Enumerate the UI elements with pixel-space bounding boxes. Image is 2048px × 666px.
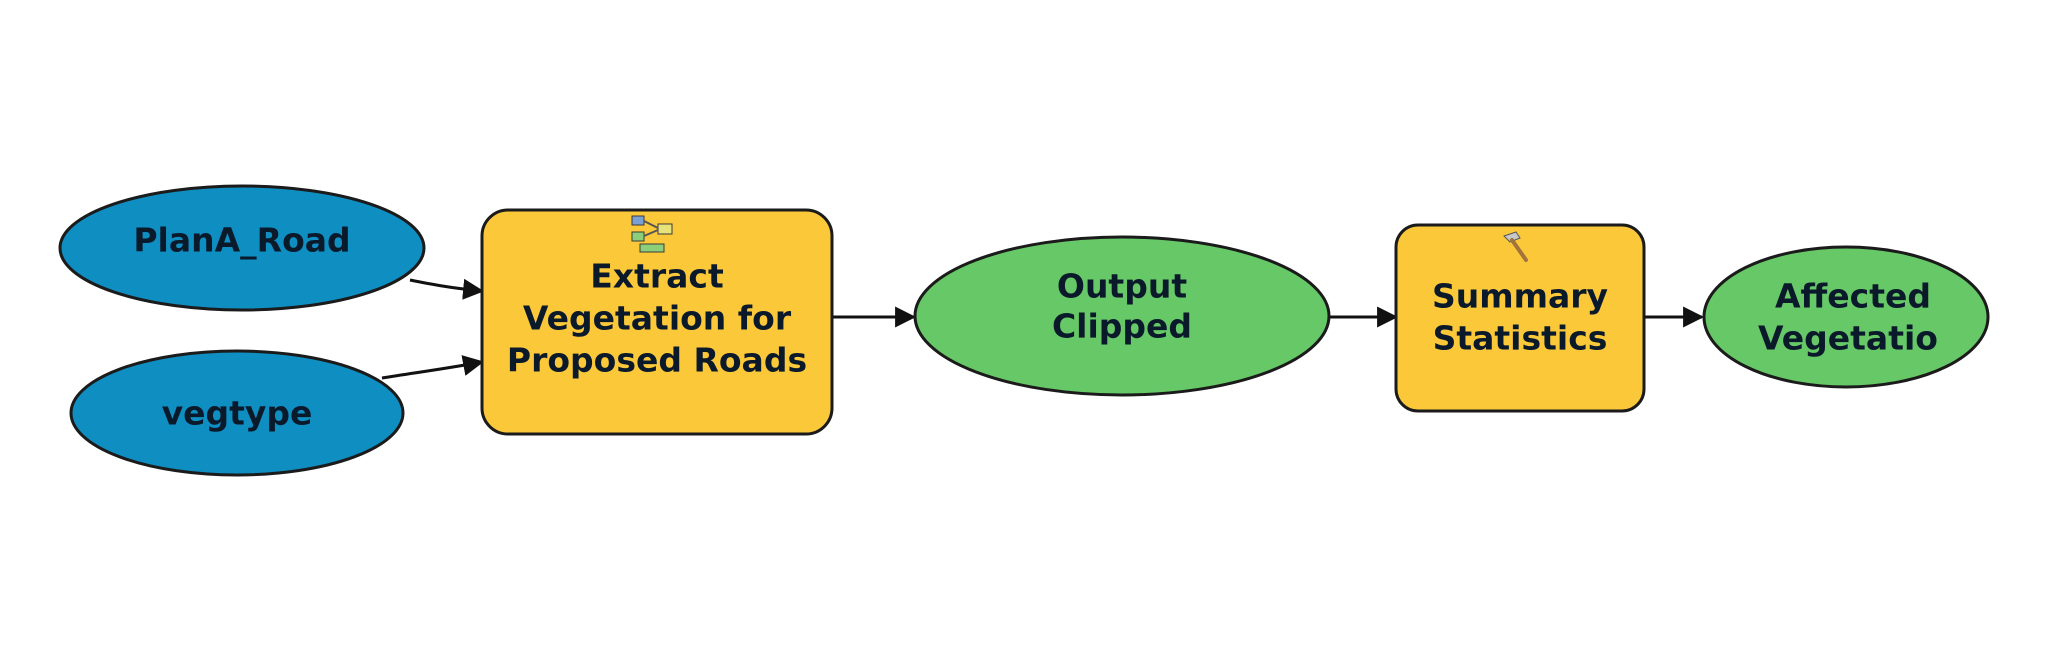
output-affected-vegetation-label-line-1: Affected xyxy=(1775,277,1931,316)
output-affected-vegetation-shape xyxy=(1702,245,1990,389)
output-clipped-shape xyxy=(913,235,1331,397)
tool-extract-vegetation-label-line-2: Vegetation for xyxy=(523,299,792,338)
tool-summary-statistics[interactable]: Summary Statistics xyxy=(1394,223,1646,413)
tool-summary-statistics-label-line-2: Statistics xyxy=(1433,319,1608,358)
tool-extract-vegetation-label-line-3: Proposed Roads xyxy=(507,341,807,380)
tool-extract-vegetation[interactable]: Extract Vegetation for Proposed Roads xyxy=(480,208,834,436)
output-clipped[interactable]: Output Clipped xyxy=(913,235,1331,397)
input-plana-road-label: PlanA_Road xyxy=(133,221,350,260)
connector-vegtype-to-extract[interactable] xyxy=(381,355,485,380)
connectors xyxy=(381,278,1705,380)
input-vegtype[interactable]: vegtype xyxy=(69,349,405,477)
output-affected-vegetation[interactable]: Affected Vegetatio xyxy=(1702,245,1990,389)
connector-plana-road-to-extract[interactable] xyxy=(409,278,485,300)
tool-extract-vegetation-shape xyxy=(480,208,834,436)
output-affected-vegetation-label-line-2: Vegetatio xyxy=(1758,319,1938,358)
output-clipped-label-line-1: Output xyxy=(1057,267,1187,306)
hammer-icon xyxy=(1503,231,1528,262)
input-vegtype-shape xyxy=(69,349,405,477)
tool-icon xyxy=(631,215,673,253)
tool-extract-vegetation-label-line-1: Extract xyxy=(590,257,724,296)
input-plana-road-shape xyxy=(58,184,426,312)
input-plana-road[interactable]: PlanA_Road xyxy=(58,184,426,312)
tool-summary-statistics-shape xyxy=(1394,223,1646,413)
output-clipped-label-line-2: Clipped xyxy=(1052,307,1192,346)
tool-summary-statistics-label-line-1: Summary xyxy=(1432,277,1608,316)
input-vegtype-label: vegtype xyxy=(162,394,313,433)
